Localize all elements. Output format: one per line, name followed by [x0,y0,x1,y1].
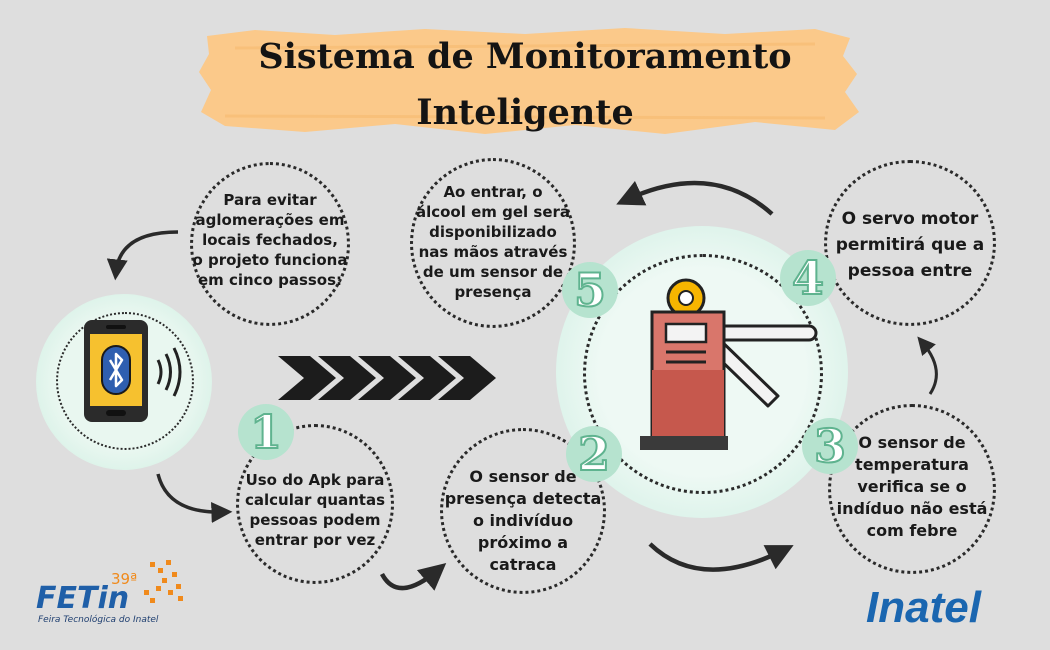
step-4-line: O servo motor [841,209,979,229]
turnstile-dotted-ring [583,254,823,494]
step-2-line: presença detecta [444,489,602,508]
step-5-bubble [410,158,576,328]
step-4-line: permitirá que a [835,235,985,255]
step-4-line: pessoa entre [847,261,973,281]
step-3-number: 3 [813,418,847,474]
step-5-line: álcool em gel será [415,203,571,221]
step-5-badge: 5 [562,262,618,318]
title-highlight-brush [199,28,859,134]
chevron-arrows-icon [278,356,496,400]
intro-text: Para evitar aglomerações em locais fecha… [190,190,350,290]
step-3-line: O sensor de [858,433,966,452]
step-2-line: o indivíduo [472,511,574,530]
curved-arrow-icon [616,180,774,216]
step-4-badge: 4 [780,250,836,306]
fetin-edition: 39ª [111,570,137,588]
step-2-text: O sensor de presença detecta o indivíduo… [440,466,606,576]
step-4-number: 4 [791,250,825,306]
step-2-number: 2 [577,426,611,482]
step-1-line: pessoas podem [249,511,381,529]
title-line-1: Sistema de Monitoramento [258,36,792,77]
step-1-line: calcular quantas [244,491,386,509]
step-2-badge: 2 [566,426,622,482]
fetin-subtitle: Feira Tecnológica do Inatel [38,614,159,625]
step-2-line: O sensor de [469,467,577,486]
intro-bubble [190,162,350,326]
inatel-logo: Inatel [866,583,982,632]
step-5-line: nas mãos através [418,243,568,261]
step-5-line: disponibilizado [429,223,557,241]
intro-line: o projeto funciona [192,251,348,269]
step-2-line: catraca [489,555,557,574]
step-5-line: Ao entrar, o [443,183,543,201]
step-1-badge: 1 [238,404,294,460]
step-4-bubble [824,160,996,326]
curved-arrow-icon [917,336,938,395]
curved-arrow-icon [156,473,233,523]
step-3-bubble [828,404,996,574]
fetin-wordmark: FETin [36,581,129,616]
intro-line: locais fechados, [202,231,338,249]
turnstile-icon [640,278,818,450]
step-4-text: O servo motor permitirá que a pessoa ent… [824,206,996,284]
step-5-text: Ao entrar, o álcool em gel será disponib… [410,182,576,302]
step-2-line: próximo a [477,533,569,552]
title-line-2: Inteligente [416,92,634,133]
phone-dotted-ring [56,312,194,450]
step-3-line: temperatura [855,455,969,474]
step-1-line: entrar por vez [254,531,376,549]
step-3-line: verifica se o [857,477,967,496]
intro-line: aglomerações em [195,211,345,229]
step-3-line: com febre [866,521,958,540]
step-2-bubble [440,428,606,594]
step-1-text: Uso do Apk para calcular quantas pessoas… [236,470,394,550]
curved-arrow-icon [106,230,179,281]
intro-line: Para evitar [223,191,317,209]
curved-arrow-icon [648,542,794,572]
step-5-number: 5 [573,262,607,318]
fetin-logo: 39ª FETin Feira Tecnológica do Inatel [36,560,183,625]
curved-arrow-icon [380,563,447,591]
smartphone-bluetooth-icon [84,320,182,422]
step-1-bubble [236,424,394,584]
step-3-line: indíduo não está [836,499,988,518]
step-3-badge: 3 [802,418,858,474]
step-5-line: de um sensor de [422,263,564,281]
step-1-line: Uso do Apk para [245,471,385,489]
intro-line: em cinco passos: [197,271,343,289]
step-3-text: O sensor de temperatura verifica se o in… [828,432,996,542]
step-5-line: presença [454,283,532,301]
step-1-number: 1 [249,404,283,460]
